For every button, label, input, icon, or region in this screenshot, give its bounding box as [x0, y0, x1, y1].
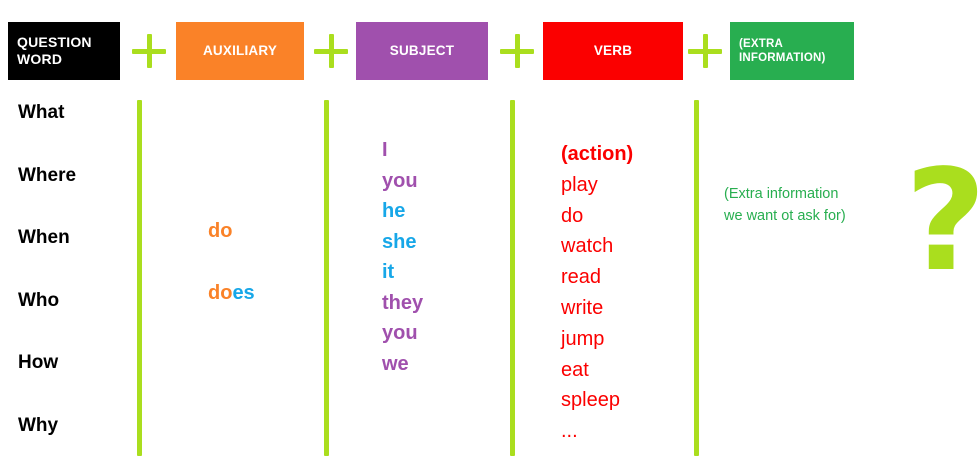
column-divider-4	[694, 100, 699, 456]
header-question-word-line2: WORD	[17, 51, 63, 67]
header-auxiliary-label: AUXILIARY	[202, 42, 278, 58]
subject-item: he	[382, 200, 406, 222]
question-word-item: How	[18, 352, 59, 373]
subject-item: we	[382, 352, 409, 375]
verb-item: read	[561, 266, 602, 289]
auxiliary-item-does: does	[208, 262, 318, 324]
verb-item: spleep	[561, 389, 620, 412]
header-box-extra-information: (EXTRA INFORMATION)	[730, 22, 854, 80]
header-subject-label: SUBJECT	[389, 42, 455, 58]
auxiliary-does-head: do	[208, 282, 233, 304]
verb-item: do	[561, 204, 584, 227]
header-box-auxiliary: AUXILIARY	[176, 22, 304, 80]
column-divider-2	[324, 100, 329, 456]
question-word-item: Who	[18, 289, 60, 311]
header-verb-label: VERB	[593, 42, 633, 58]
plus-icon-4	[688, 34, 722, 68]
header-box-verb: VERB	[543, 22, 683, 80]
question-word-item: What	[18, 102, 65, 123]
header-box-question-word: QUESTION WORD	[8, 22, 120, 80]
question-word-item: Why	[18, 414, 59, 436]
subject-item: it	[382, 261, 395, 283]
verb-item: watch	[561, 235, 614, 258]
column-subjects: I you he she it they you we	[382, 135, 502, 379]
question-mark-icon: ?	[905, 140, 980, 303]
column-auxiliary: do does	[208, 200, 318, 324]
header-question-word-line1: QUESTION	[17, 33, 92, 50]
question-word-item: When	[18, 227, 70, 248]
column-question-words: What Where When Who How Why	[18, 96, 128, 466]
plus-icon-1	[132, 34, 166, 68]
extra-information-note: (Extra information we want ot ask for)	[724, 183, 894, 228]
extra-information-line1: (Extra information	[724, 186, 839, 202]
question-word-item: Where	[18, 164, 77, 186]
column-divider-3	[510, 100, 515, 456]
plus-icon-2	[314, 34, 348, 68]
subject-item: I	[382, 139, 388, 161]
verb-item-ellipsis: ...	[561, 420, 578, 443]
verb-item: play	[561, 173, 598, 196]
column-divider-1	[137, 100, 142, 456]
header-extra-line1: (EXTRA	[739, 37, 784, 50]
verb-item-action: (action)	[561, 143, 634, 165]
subject-item: they	[382, 291, 424, 314]
column-verbs: (action) play do watch read write jump e…	[561, 139, 691, 447]
auxiliary-do-head: do	[208, 220, 233, 242]
subject-item: she	[382, 230, 417, 253]
plus-icon-3	[500, 34, 534, 68]
verb-item: eat	[561, 358, 589, 381]
header-box-subject: SUBJECT	[356, 22, 488, 80]
verb-item: jump	[561, 327, 605, 350]
auxiliary-does-tail: es	[232, 282, 255, 304]
subject-item: you	[382, 322, 418, 344]
header-extra-line2: INFORMATION)	[739, 52, 826, 64]
extra-information-line2: we want ot ask for)	[724, 208, 846, 225]
auxiliary-item-do: do	[208, 200, 318, 262]
verb-item: write	[561, 296, 604, 319]
subject-item: you	[382, 169, 418, 192]
